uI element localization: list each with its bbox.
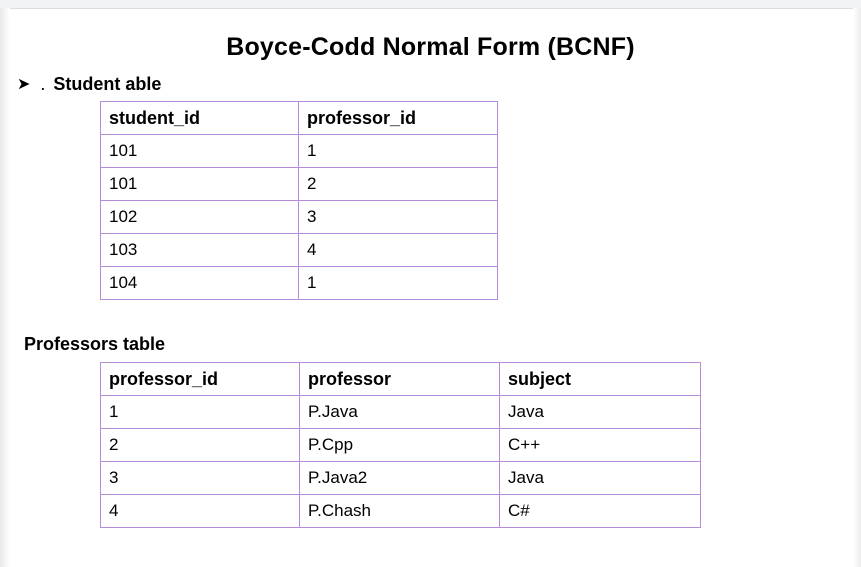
table-row: 102 3	[100, 200, 498, 234]
table-row: 3 P.Java2 Java	[100, 461, 701, 495]
table-cell: 101	[100, 167, 299, 201]
table-cell: 103	[100, 233, 299, 267]
table-cell: 3	[100, 461, 300, 495]
bullet-dot: .	[40, 73, 46, 94]
table-cell: 2	[298, 167, 498, 201]
left-page-edge	[0, 8, 10, 567]
table-header-row: professor_id professor subject	[100, 362, 701, 396]
right-page-edge	[853, 8, 861, 567]
table-row: 1 P.Java Java	[100, 395, 701, 429]
professors-section-label: Professors table	[24, 334, 166, 354]
column-header: student_id	[100, 101, 299, 135]
table-row: 104 1	[100, 266, 498, 300]
table-cell: 1	[100, 395, 300, 429]
table-row: 4 P.Chash C#	[100, 494, 701, 528]
table-cell: C#	[499, 494, 701, 528]
column-header: professor_id	[298, 101, 498, 135]
table-cell: P.Cpp	[299, 428, 500, 462]
table-row: 103 4	[100, 233, 498, 267]
table-header-row: student_id professor_id	[100, 101, 498, 135]
column-header: subject	[499, 362, 701, 396]
table-cell: P.Java2	[299, 461, 500, 495]
arrow-bullet-icon: ➤	[17, 76, 31, 93]
table-cell: 4	[100, 494, 300, 528]
student-section-label: Student able	[53, 73, 162, 94]
table-row: 101 2	[100, 167, 498, 201]
table-row: 2 P.Cpp C++	[100, 428, 701, 462]
table-cell: P.Java	[299, 395, 500, 429]
column-header: professor_id	[100, 362, 300, 396]
table-cell: Java	[499, 395, 701, 429]
table-row: 101 1	[100, 134, 498, 168]
table-cell: Java	[499, 461, 701, 495]
page-title: Boyce-Codd Normal Form (BCNF)	[226, 33, 635, 61]
table-cell: 3	[298, 200, 498, 234]
table-cell: 104	[100, 266, 299, 300]
browser-toolbar-strip	[0, 0, 861, 9]
table-cell: 1	[298, 266, 498, 300]
student-section-heading: ➤ . Student able	[17, 72, 161, 96]
table-cell: 4	[298, 233, 498, 267]
column-header: professor	[299, 362, 500, 396]
professors-table: professor_id professor subject 1 P.Java …	[100, 362, 701, 528]
table-cell: 1	[298, 134, 498, 168]
student-table: student_id professor_id 101 1 101 2 102 …	[100, 101, 498, 300]
table-cell: 102	[100, 200, 299, 234]
table-cell: C++	[499, 428, 701, 462]
table-cell: 101	[100, 134, 299, 168]
table-cell: P.Chash	[299, 494, 500, 528]
table-cell: 2	[100, 428, 300, 462]
